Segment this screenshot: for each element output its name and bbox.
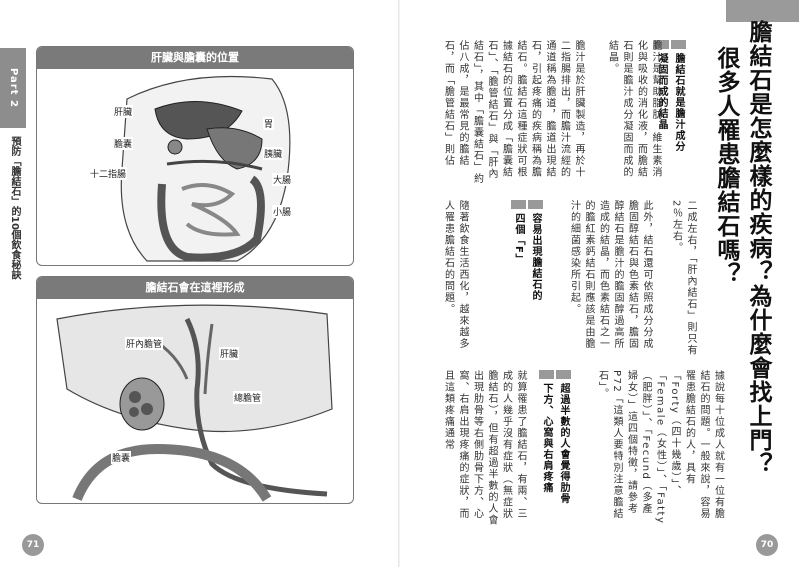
section3-heading-1: 超過半數的人會覺得肋骨: [556, 370, 571, 533]
section2-heading-1: 容易出現膽結石的: [528, 200, 543, 311]
organ-illustration: [120, 75, 291, 262]
label-duodenum: 十二指腸: [89, 167, 128, 180]
corner-tab: [726, 0, 799, 22]
section1-cont-1: 二成左右，「肝內結石」則只有2％左右。: [670, 200, 697, 356]
gallstone-illustration: [56, 304, 333, 502]
section2-heading-2: 四個「F」: [511, 200, 526, 311]
label-gallbladder-2: 膽囊: [111, 451, 132, 464]
right-page: 70: [400, 0, 799, 567]
section1-paragraph-1: 膽汁是幫助脂肪、維生素消化與吸收的消化液，而膽結石則是膽汁成分凝固而成的結晶。: [606, 40, 662, 178]
figure-organ-positions: 肝臟與膽囊的位置 肝臟 膽囊 十二指腸 胃 胰臟 大腸 小腸: [36, 46, 354, 266]
page-number-left: 71: [22, 534, 44, 556]
label-liver: 肝臟: [113, 105, 134, 118]
figure1-title: 肝臟與膽囊的位置: [37, 47, 353, 69]
label-common-bile-duct: 總膽管: [233, 391, 263, 404]
section2-paragraph-2: 據說每十位成人就有一位有膽結石的問題。一般來說，容易罹患膽結石的人，具有「For…: [596, 370, 724, 525]
section1-heading-2: 凝固而成的結晶: [654, 40, 669, 179]
title-line-2: 很多人罹患膽結石嗎？: [713, 46, 739, 286]
label-intrahepatic-duct: 肝內膽管: [125, 337, 164, 350]
label-gallbladder: 膽囊: [113, 137, 134, 150]
section2-paragraph-1: 隨著飲食生活西化，越來越多人罹患膽結石的問題。: [442, 200, 469, 350]
label-liver-2: 肝臟: [219, 347, 240, 360]
label-pancreas: 胰臟: [263, 147, 284, 160]
label-large-intestine: 大腸: [272, 173, 293, 186]
left-page: Part 2 預防「膽結石」的10個飲食秘訣 肝臟與膽囊的位置 肝臟 膽囊 十二…: [0, 0, 399, 567]
section1-paragraph-2: 膽汁是於肝臟製造，再於十二指腸排出，而膽汁流經的通道稱為膽道，膽道出現結石，引起…: [442, 40, 585, 185]
section3-paragraph-1: 就算罹患了膽結石，有兩、三成的人幾乎沒有症狀（無症狀膽結石），但有超過半數的人會…: [442, 370, 527, 526]
part-tab: Part 2: [0, 48, 26, 128]
book-gutter: [398, 0, 401, 567]
page-number-right: 70: [756, 534, 778, 556]
section3-heading-2: 下方、心窩與右肩疼痛: [539, 370, 554, 533]
title-line-1: 膽結石是怎麼樣的疾病？為什麼會找上門？: [745, 20, 771, 476]
figure2-title: 膽結石會在這裡形成: [37, 277, 353, 299]
label-small-intestine: 小腸: [272, 205, 293, 218]
figure-gallstone-formation: 膽結石會在這裡形成 肝內膽管 肝臟 總膽管 膽囊: [36, 276, 354, 504]
section1-heading-1: 膽結石就是膽汁成分: [671, 40, 686, 179]
part-subtitle: 預防「膽結石」的10個飲食秘訣: [9, 136, 20, 280]
section1-cont-2: 此外，結石還可依照成分分成膽固醇結石與色素結石，膽固醇結石是膽汁的膽固醇過高所造…: [568, 200, 653, 350]
label-stomach: 胃: [263, 117, 275, 130]
